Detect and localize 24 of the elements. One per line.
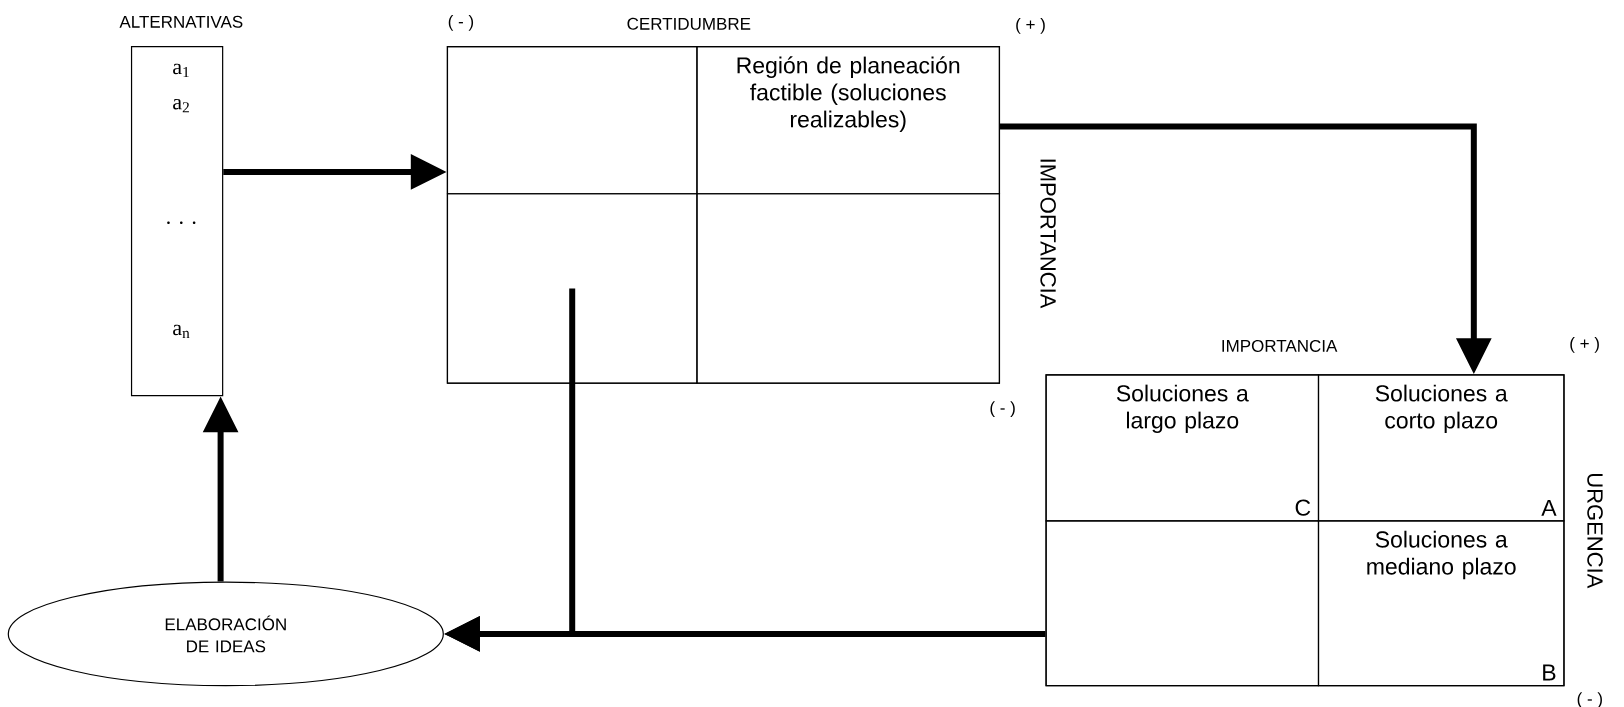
list-item: a$_{2}$ <box>173 98 189 113</box>
quadrant-letter: B <box>1543 664 1556 681</box>
list-item: . . . <box>167 221 196 224</box>
cell-text: Soluciones a corto plazo <box>1375 384 1508 434</box>
axis-sign: ( - ) <box>990 401 1015 417</box>
cell-text: Soluciones a largo plazo <box>1116 384 1249 434</box>
list-item: a$_{n}$ <box>173 324 190 339</box>
box-heading: IMPORTANCIA <box>1222 339 1338 352</box>
axis-label: URGENCIA <box>1587 473 1603 589</box>
box-heading: CERTIDUMBRE <box>627 17 751 30</box>
axis-sign: ( + ) <box>1570 337 1599 353</box>
axis-sign: ( - ) <box>448 14 474 31</box>
matrix-cell <box>1045 520 1320 687</box>
axis-sign: ( + ) <box>1016 18 1045 34</box>
box-heading: ALTERNATIVAS <box>119 15 243 28</box>
quadrant-letter: C <box>1295 499 1311 516</box>
axis-label: IMPORTANCIA <box>1040 159 1056 309</box>
matrix-cell <box>446 193 698 384</box>
cell-text: Soluciones a mediano plazo <box>1367 530 1516 580</box>
list-item: a$_{1}$ <box>173 63 189 78</box>
cell-text: Región de planeación factible (soluciones realizables) <box>737 56 960 133</box>
matrix-cell <box>446 46 698 195</box>
quadrant-letter: A <box>1541 499 1557 516</box>
matrix-cell <box>696 193 1001 384</box>
